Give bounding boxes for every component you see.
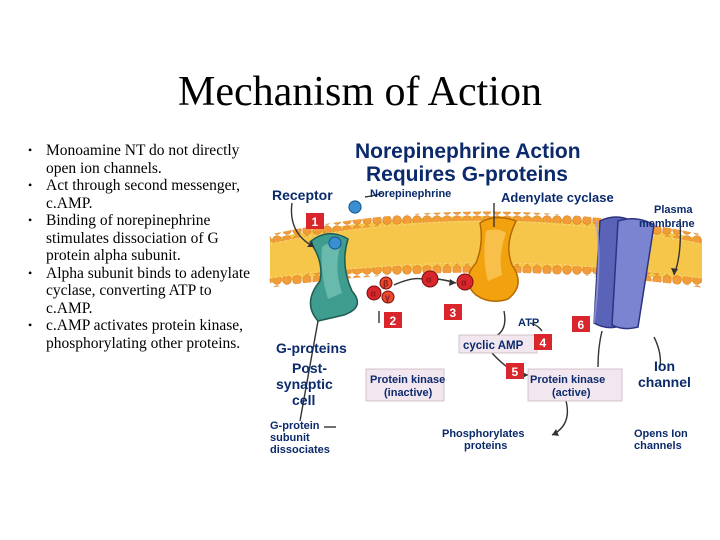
- step-markers: 1 2 3 4 5 6: [306, 213, 590, 379]
- bullet-text: Alpha subunit binds to adenylate cyclase…: [46, 264, 251, 317]
- plasma-membrane-label-line1: Plasma: [654, 204, 693, 216]
- g-alpha-bound-symbol: α: [461, 278, 467, 288]
- g-beta-subunit: [379, 276, 393, 290]
- diagram-heading-line2: Requires G-proteins: [366, 163, 568, 186]
- phosphorylates-label-line1: Phosphorylates: [442, 428, 525, 440]
- step-5-label: 5: [512, 365, 519, 379]
- step-4-box: [534, 334, 552, 350]
- g-protein-complex: α β γ α α: [366, 270, 474, 304]
- pk-inactive-label-line1: Protein kinase: [370, 374, 445, 386]
- step-1-label: 1: [312, 215, 319, 229]
- step-6-label: 6: [578, 318, 585, 332]
- adenylate-cyclase-protein: [467, 216, 519, 302]
- norepinephrine-label: Norepinephrine: [370, 188, 451, 200]
- g-protein-dissociates-line3: dissociates: [270, 444, 330, 456]
- bullet-dot: •: [28, 143, 33, 157]
- cyclic-amp-label: cyclic AMP: [463, 340, 524, 352]
- receptor-protein: [308, 233, 359, 322]
- bullet-item: • Monoamine NT do not directly open ion c…: [28, 142, 258, 177]
- plasma-membrane-label-line2: membrane: [639, 218, 695, 230]
- step-2-label: 2: [390, 314, 397, 328]
- bullet-text: c.AMP activates protein kinase, phosphor…: [46, 317, 243, 352]
- norepinephrine-molecule: [348, 200, 362, 214]
- slide-title: Mechanism of Action: [178, 69, 542, 115]
- step-6-box: [572, 316, 590, 332]
- opens-ion-label-line1: Opens Ion: [634, 428, 688, 440]
- bullet-text: Monoamine NT do not directly open ion ch…: [46, 142, 240, 177]
- phosphorylates-label-line2: proteins: [464, 440, 507, 452]
- g-gamma-subunit: [381, 290, 395, 304]
- pk-active-label-line1: Protein kinase: [530, 374, 605, 386]
- pk-active-label-line2: (active): [552, 387, 591, 399]
- bullet-item: • c.AMP activates protein kinase, phospho…: [28, 317, 258, 352]
- step-3-box: [444, 304, 462, 320]
- adenylate-cyclase-label: Adenylate cyclase: [501, 190, 614, 205]
- ion-channel-label-line1: Ion: [654, 358, 675, 374]
- g-beta-symbol: β: [383, 279, 389, 289]
- post-synaptic-label-line1: Post-: [292, 360, 327, 376]
- post-synaptic-label-line3: cell: [292, 392, 315, 408]
- receptor-label: Receptor: [272, 187, 333, 203]
- g-alpha-bound-subunit: [456, 273, 474, 291]
- diagram-heading-line1: Norepinephrine Action: [355, 140, 581, 163]
- g-alpha-subunit: [366, 285, 382, 301]
- bullet-dot: •: [28, 178, 33, 192]
- pk-inactive-label-line2: (inactive): [384, 387, 433, 399]
- g-proteins-label: G-proteins: [276, 340, 347, 356]
- bullet-item: • Alpha subunit binds to adenylate cyclas…: [28, 265, 258, 318]
- step-5-box: [506, 363, 524, 379]
- g-protein-dissociates-line1: G-protein: [270, 420, 320, 432]
- post-synaptic-label-line2: synaptic: [276, 376, 333, 392]
- bullet-text: Act through second messenger, c.AMP.: [46, 177, 240, 212]
- norepinephrine-diagram: Norepinephrine Action Requires G-protein…: [269, 140, 703, 456]
- g-alpha-symbol: α: [371, 289, 377, 299]
- bullet-dot: •: [28, 213, 33, 227]
- bullet-item: • Act through second messenger, c.AMP.: [28, 177, 258, 212]
- bullet-list: • Monoamine NT do not directly open ion c…: [28, 142, 258, 352]
- bullet-item: • Binding of norepinephrine stimulates di…: [28, 212, 258, 265]
- ion-channel-label-line2: channel: [638, 374, 691, 390]
- bullet-dot: •: [28, 318, 33, 332]
- step-4-label: 4: [540, 336, 547, 350]
- opens-ion-label-line2: channels: [634, 440, 682, 452]
- bullet-dot: •: [28, 265, 33, 280]
- step-3-label: 3: [450, 306, 457, 320]
- step-2-box: [384, 312, 402, 328]
- g-gamma-symbol: γ: [385, 293, 390, 303]
- pk-active-box: [527, 368, 623, 402]
- g-alpha-free-symbol: α: [426, 275, 432, 285]
- g-protein-dissociates-line2: subunit: [270, 432, 310, 444]
- atp-label: ATP: [518, 317, 539, 329]
- norepinephrine-molecule-bound: [328, 236, 342, 250]
- bullet-text: Binding of norepinephrine stimulates dis…: [46, 212, 219, 264]
- pk-inactive-box: [365, 368, 445, 402]
- ion-channel-protein: [593, 216, 655, 330]
- step-1-box: [306, 213, 324, 229]
